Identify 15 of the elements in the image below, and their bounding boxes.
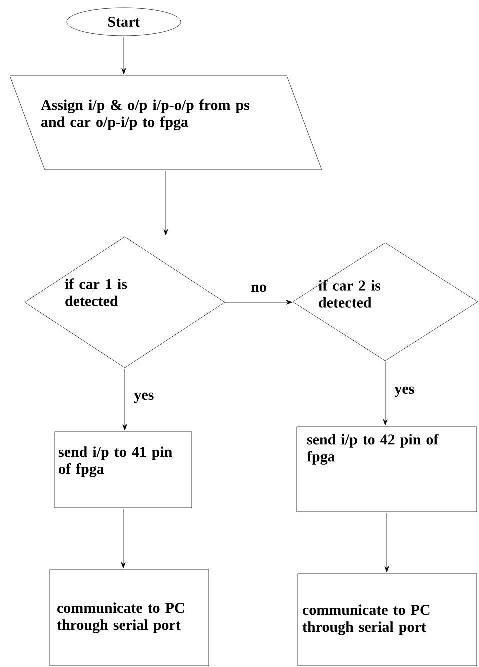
arrow: [122, 368, 128, 431]
edge-label: yes: [394, 386, 416, 398]
arrow: [164, 170, 168, 236]
arrow: [224, 300, 293, 305]
input-parallelogram: Assign i/p & o/p i/p-o/p from ps and car o/p-i/p to fpga: [10, 76, 322, 170]
process-box: communicate to PC through serial port: [298, 574, 478, 666]
arrow: [383, 362, 388, 426]
arrow: [121, 508, 126, 569]
edge-label: yes: [133, 392, 156, 404]
process-box: send i/p to 41 pin of fpga: [54, 432, 192, 508]
process-box: send i/p to 42 pin of fpga: [296, 426, 478, 512]
process-box: communicate to PC through serial port: [50, 570, 210, 666]
arrow: [384, 512, 390, 573]
arrow: [122, 36, 126, 75]
edge-label: no: [250, 284, 268, 294]
